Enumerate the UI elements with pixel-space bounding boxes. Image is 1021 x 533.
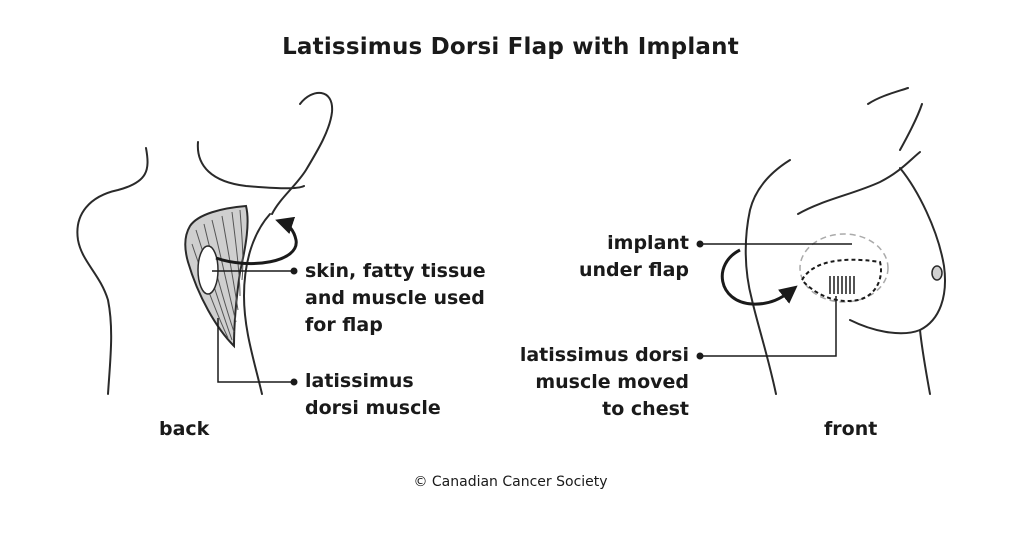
back-leader-lines [212, 270, 294, 383]
back-muscle-flap [184, 204, 249, 349]
nipple [931, 265, 943, 281]
moved-muscle-leader [700, 296, 837, 357]
back-body-outline [76, 91, 334, 395]
implant-dot [696, 240, 704, 248]
muscle-dot [290, 378, 298, 386]
front-caption: front [824, 418, 878, 440]
back-rotation-arrow [215, 216, 298, 265]
flap-tissue-label: skin, fatty tissue and muscle used for f… [305, 260, 486, 336]
front-body-outline [744, 87, 946, 395]
front-breast-implant [799, 233, 889, 303]
moved-muscle-label: latissimus dorsi muscle moved to chest [519, 344, 689, 420]
implant-outline [799, 233, 889, 303]
back-caption: back [159, 418, 210, 440]
moved-muscle-outline [800, 258, 882, 302]
muscle-leader [217, 318, 294, 383]
moved-muscle-dot [696, 352, 704, 360]
front-leader-lines [700, 243, 852, 357]
implant-label: implant under flap [578, 232, 689, 281]
front-rotation-arrow [720, 248, 798, 306]
copyright-notice: © Canadian Cancer Society [413, 474, 608, 490]
muscle-label: latissimus dorsi muscle [305, 370, 441, 419]
muscle-fibers-front [829, 276, 855, 294]
diagram-title: Latissimus Dorsi Flap with Implant [282, 34, 739, 60]
flap-tissue-dot [290, 267, 298, 275]
